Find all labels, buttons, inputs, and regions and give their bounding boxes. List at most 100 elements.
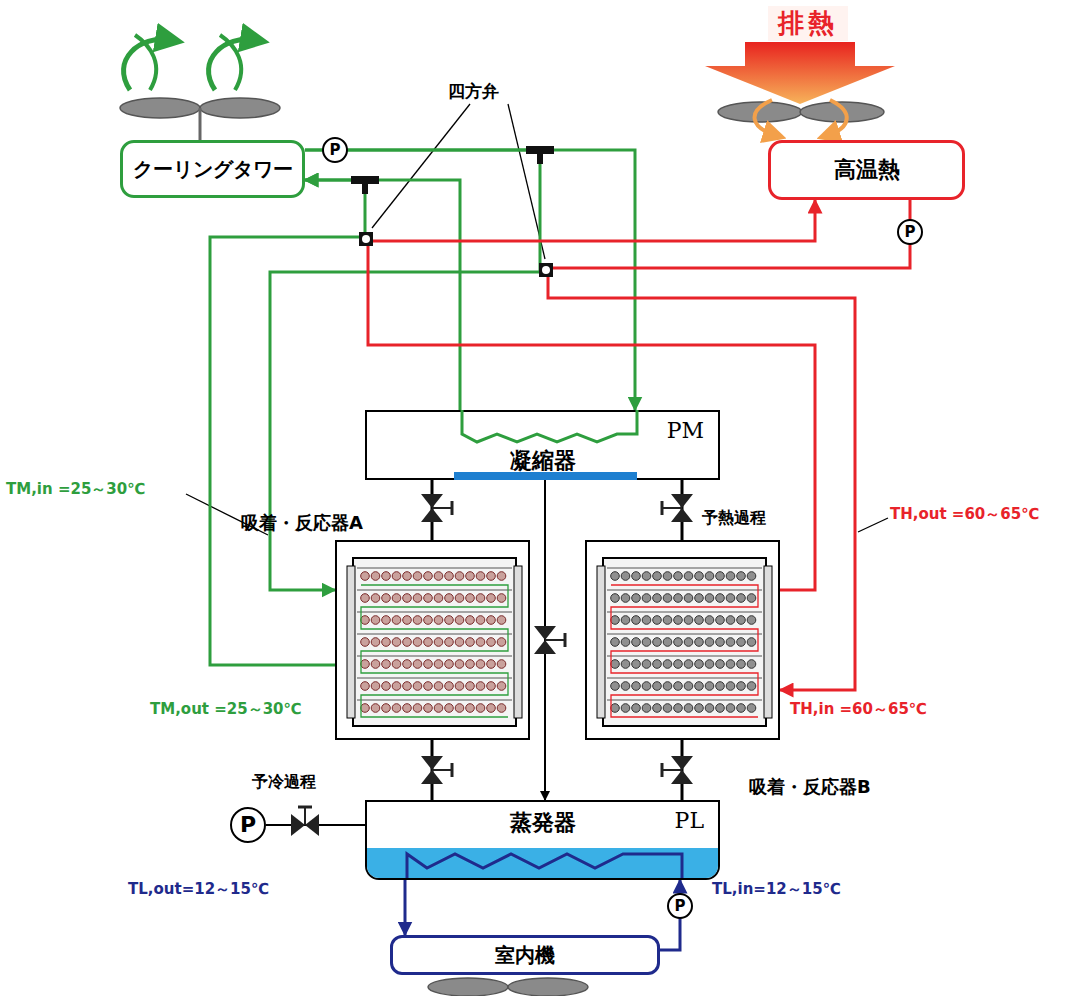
valve-symbol — [421, 508, 443, 522]
valve-symbol — [304, 807, 306, 825]
adsorbent-tube — [497, 682, 506, 691]
adsorbent-tube — [371, 594, 380, 603]
adsorber-box: 吸着・反応器A — [335, 540, 530, 740]
cooling-fan — [135, 35, 156, 90]
flow-path — [361, 585, 508, 717]
adsorbent-tube — [632, 594, 641, 603]
valve-symbol — [662, 494, 693, 522]
adsorbent-tube — [621, 682, 630, 691]
adsorbent-tube — [434, 638, 443, 647]
waste-heat-arrow — [755, 100, 775, 135]
adsorbent-tube — [642, 660, 651, 669]
adsorbent-tube — [434, 682, 443, 691]
adsorbent-tube — [684, 616, 693, 625]
adsorbent-tube — [684, 682, 693, 691]
adsorbent-tube — [403, 704, 412, 713]
fin — [357, 590, 512, 591]
adsorbent-tube — [632, 682, 641, 691]
adsorbent-tube — [455, 638, 464, 647]
adsorbent-tube — [705, 638, 714, 647]
adsorbent-tube — [403, 682, 412, 691]
adsorbent-tube — [413, 682, 422, 691]
adsorbent-tube — [747, 638, 756, 647]
adsorbent-tube — [434, 616, 443, 625]
adsorbent-tube — [487, 660, 496, 669]
adsorbent-tube — [726, 660, 735, 669]
adsorbent-tube — [674, 638, 683, 647]
adsorbent-tube — [653, 682, 662, 691]
adsorbent-tube — [695, 704, 704, 713]
valve-symbol — [421, 494, 443, 508]
valve-symbol — [291, 807, 319, 836]
valve-symbol — [421, 756, 443, 770]
adsorbent-tube — [695, 660, 704, 669]
cooling-fan — [120, 35, 280, 140]
adsorbent-tube — [382, 638, 391, 647]
adsorbent-tube — [361, 638, 370, 647]
adsorbent-tube — [621, 594, 630, 603]
adsorbent-tube — [424, 638, 433, 647]
adsorbent-tube — [737, 682, 746, 691]
box-illustration — [587, 542, 782, 742]
tee-joint — [362, 180, 368, 194]
adsorbent-tube — [497, 572, 506, 581]
heat-exchanger — [603, 558, 766, 726]
valve-symbol — [421, 494, 452, 522]
adsorbent-tube — [632, 616, 641, 625]
adsorbent-tube — [705, 616, 714, 625]
adsorbent-tube — [455, 616, 464, 625]
adsorbent-tube — [726, 572, 735, 581]
header — [764, 566, 772, 718]
adsorbent-tube — [403, 594, 412, 603]
fin — [607, 568, 762, 569]
node-title: 凝縮器 — [367, 446, 718, 476]
four-way-valve — [539, 263, 553, 277]
valve-symbol — [564, 633, 567, 647]
adsorbent-tube — [716, 682, 725, 691]
adsorbent-tube — [737, 594, 746, 603]
adsorbent-tube — [466, 616, 475, 625]
adsorbent-tube — [716, 704, 725, 713]
adsorbent-tube — [445, 704, 454, 713]
chilled-water-coil — [407, 854, 682, 880]
adsorbent-tube — [413, 594, 422, 603]
adsorbent-tube — [476, 572, 485, 581]
adsorbent-tube — [705, 660, 714, 669]
valve-symbol — [421, 770, 443, 784]
adsorbent-tube — [726, 682, 735, 691]
adsorbent-tube — [424, 682, 433, 691]
adsorbent-tube — [487, 616, 496, 625]
node-title: 吸着・反応器A — [241, 511, 363, 535]
adsorbent-tube — [434, 594, 443, 603]
adsorbent-tube — [663, 572, 672, 581]
adsorbent-tube — [705, 704, 714, 713]
adsorbent-tube — [653, 616, 662, 625]
adsorbent-tube — [705, 682, 714, 691]
adsorbent-tube — [361, 682, 370, 691]
adsorbent-tube — [371, 704, 380, 713]
valve-symbol — [451, 501, 454, 515]
adsorbent-tube — [424, 616, 433, 625]
condensate-water — [454, 472, 637, 480]
adsorbent-tube — [653, 638, 662, 647]
pressure-label: PL — [675, 808, 704, 833]
adsorbent-tube — [476, 594, 485, 603]
valve-symbol — [662, 769, 682, 771]
header — [347, 566, 355, 718]
adsorbent-tube — [632, 704, 641, 713]
adsorbent-tube — [361, 660, 370, 669]
adsorbent-tube — [434, 660, 443, 669]
adsorbent-tube — [487, 704, 496, 713]
valve-symbol — [671, 494, 693, 508]
adsorbent-tube — [611, 572, 620, 581]
valve-symbol — [534, 626, 565, 654]
cooling-fan — [220, 35, 241, 90]
adsorbent-tube — [611, 594, 620, 603]
temperature-label: TM,out =25～30℃ — [150, 700, 302, 719]
adsorbent-tube — [663, 638, 672, 647]
adsorbent-tube — [621, 616, 630, 625]
adsorbent-tube — [455, 660, 464, 669]
adsorbent-tube — [434, 704, 443, 713]
valve-symbol — [661, 763, 664, 777]
heat-source-box: 高温熱 — [768, 140, 965, 200]
